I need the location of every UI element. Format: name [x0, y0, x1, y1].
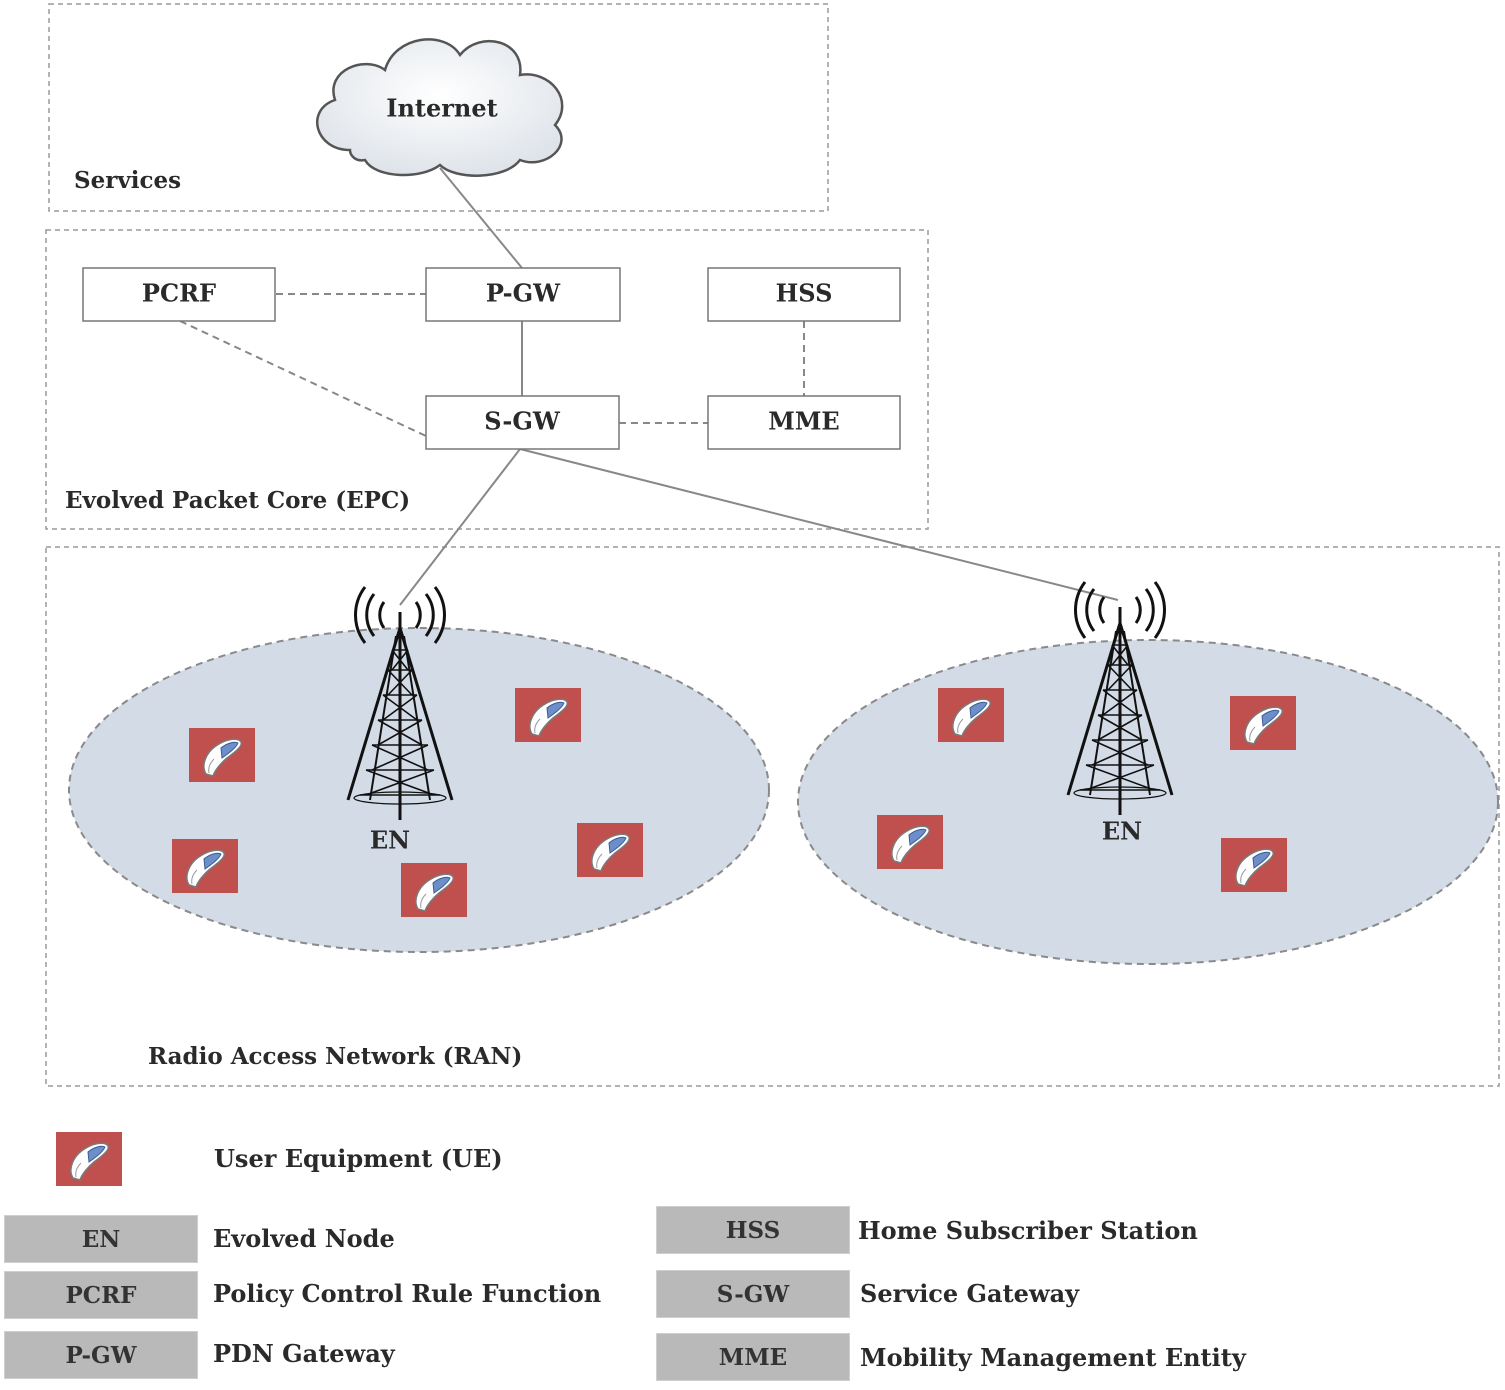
legend-desc-sgw: Service Gateway — [860, 1279, 1080, 1308]
epc-label: Evolved Packet Core (EPC) — [65, 487, 410, 514]
legend-desc-mme: Mobility Management Entity — [860, 1343, 1246, 1372]
legend-ue-icon — [56, 1132, 122, 1186]
ue-icon — [171, 838, 239, 894]
epc-region — [45, 229, 929, 530]
legend-key-hss: HSS — [656, 1206, 850, 1254]
pcrf-label: PCRF — [142, 279, 216, 308]
ran-region — [45, 546, 1500, 1087]
hss-node: HSS — [707, 267, 901, 322]
ran-label: Radio Access Network (RAN) — [148, 1043, 522, 1070]
coverage-cell-right — [797, 639, 1499, 965]
services-region — [48, 3, 829, 212]
legend-key-pcrf: PCRF — [4, 1271, 198, 1319]
ue-icon — [1220, 837, 1288, 893]
ue-icon — [1229, 695, 1297, 751]
internet-label: Internet — [386, 94, 497, 123]
legend-ue-desc: User Equipment (UE) — [214, 1144, 503, 1173]
pgw-node: P-GW — [425, 267, 621, 322]
link-sgw-en-left — [399, 448, 521, 606]
en-label-right: EN — [1102, 817, 1142, 846]
hss-label: HSS — [776, 279, 833, 308]
legend-desc-en: Evolved Node — [213, 1224, 395, 1253]
link-pcrf-sgw — [179, 320, 427, 437]
services-label: Services — [74, 167, 181, 194]
link-internet-pgw — [439, 167, 523, 269]
ue-icon — [188, 727, 256, 783]
en-label-left: EN — [370, 826, 410, 855]
ue-icon — [937, 687, 1005, 743]
ue-icon — [514, 687, 582, 743]
ue-icon — [400, 862, 468, 918]
mme-node: MME — [707, 395, 901, 450]
internet-cloud: Internet — [316, 38, 564, 177]
ue-icon — [576, 822, 644, 878]
legend-key-sgw: S-GW — [656, 1270, 850, 1318]
ue-icon — [876, 814, 944, 870]
legend-key-mme: MME — [656, 1333, 850, 1381]
sgw-label: S-GW — [484, 407, 561, 436]
pcrf-node: PCRF — [82, 267, 276, 322]
sgw-node: S-GW — [425, 395, 620, 450]
legend-key-en: EN — [4, 1215, 198, 1263]
pgw-label: P-GW — [486, 279, 561, 308]
legend-key-pgw: P-GW — [4, 1331, 198, 1379]
legend-desc-pgw: PDN Gateway — [213, 1339, 395, 1368]
link-sgw-en-right — [519, 448, 1119, 601]
legend-desc-pcrf: Policy Control Rule Function — [213, 1279, 602, 1308]
mme-label: MME — [768, 407, 839, 436]
legend-desc-hss: Home Subscriber Station — [858, 1216, 1198, 1245]
